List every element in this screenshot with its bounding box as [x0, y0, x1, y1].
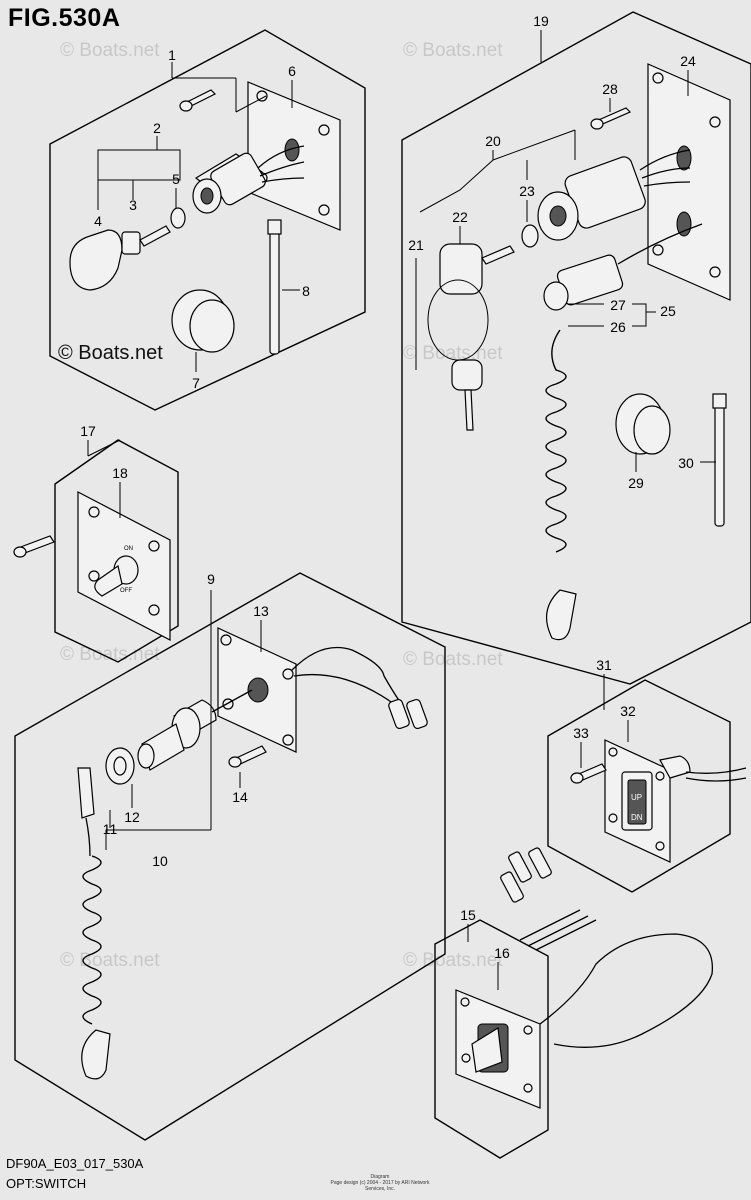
screw-1: [179, 89, 217, 112]
switch-16: [455, 847, 713, 1109]
group-1-leaders: [97, 62, 300, 372]
screw-33: [570, 763, 607, 784]
callout-25: 25: [660, 303, 676, 319]
copyright-notice: Diagram Page design (c) 2004 - 2017 by A…: [330, 1174, 430, 1192]
screw-14: [228, 745, 267, 768]
cable-tie-8: [267, 219, 282, 355]
switch-on-label: ON: [124, 546, 133, 552]
callout-4: 4: [94, 213, 102, 229]
cap-7: [171, 289, 235, 353]
callout-32: 32: [620, 703, 636, 719]
watermark: © Boats.net: [403, 343, 503, 364]
callout-30: 30: [678, 455, 694, 471]
group-1-panel: [49, 29, 366, 411]
watermarks: © Boats.net © Boats.net © Boats.net © Bo…: [58, 40, 503, 971]
callout-10: 10: [152, 853, 168, 869]
callout-5: 5: [172, 171, 180, 187]
callout-31: 31: [596, 657, 612, 673]
callout-18: 18: [112, 465, 128, 481]
key-cap-4: [69, 229, 123, 291]
nut-12: [105, 747, 135, 785]
watermark: © Boats.net: [60, 40, 160, 61]
switch-32: UP DN: [604, 739, 747, 863]
watermark: © Boats.net: [60, 644, 160, 665]
watermark: © Boats.net: [60, 950, 160, 971]
group-19-leaders: [415, 30, 716, 472]
callout-27: 27: [610, 297, 626, 313]
callout-15: 15: [460, 907, 476, 923]
figure-title: FIG.530A: [8, 4, 121, 32]
callout-12: 12: [124, 809, 140, 825]
screw-17: [13, 535, 55, 558]
switch-off-label: OFF: [120, 588, 132, 594]
callout-numbers: 1 2 3 4 5 6 7 8 9 10 11 12 13 14 15 16 1…: [80, 13, 696, 961]
group-9-leaders: [105, 590, 262, 850]
watermark: © Boats.net: [403, 649, 503, 670]
group-15-leaders: [467, 924, 499, 990]
coil-cord-19: [545, 329, 577, 641]
switch-body-9: [137, 689, 253, 771]
cap-29: [615, 393, 671, 455]
callout-21: 21: [408, 237, 424, 253]
callout-6: 6: [288, 63, 296, 79]
ignition-switch-body: [192, 145, 305, 214]
group-15-panel: [434, 919, 549, 1159]
callout-1: 1: [168, 47, 176, 63]
group-19-panel: [401, 11, 751, 685]
watermark: © Boats.net: [403, 950, 503, 971]
callout-23: 23: [519, 183, 535, 199]
ignition-switch-20: [537, 149, 691, 241]
callout-20: 20: [485, 133, 501, 149]
plate-18: ON OFF: [77, 491, 171, 641]
callout-9: 9: [207, 571, 215, 587]
watermark: © Boats.net: [403, 40, 503, 61]
key-3: [121, 225, 171, 255]
callout-26: 26: [610, 319, 626, 335]
callout-11: 11: [103, 821, 118, 837]
coil-cord-10: [77, 767, 111, 1080]
group-31-leaders: [580, 674, 629, 768]
copyright-line-2: Page design (c) 2004 - 2017 by ARI Netwo…: [330, 1180, 430, 1192]
group-31-panel: [547, 679, 731, 893]
switch-dn-label: DN: [631, 813, 643, 822]
lanyard-switch-25: [543, 223, 703, 311]
callout-19: 19: [533, 13, 549, 29]
screw-28: [590, 107, 632, 130]
callout-8: 8: [302, 283, 310, 299]
plate-6: [247, 81, 341, 231]
diagram-code: DF90A_E03_017_530A: [6, 1156, 144, 1171]
cable-tie-30: [712, 393, 727, 527]
washer-23: [521, 224, 539, 248]
callout-28: 28: [602, 81, 618, 97]
callout-24: 24: [680, 53, 696, 69]
callout-14: 14: [232, 789, 248, 805]
diagram-name: OPT:SWITCH: [6, 1176, 87, 1191]
plate-13: [217, 627, 428, 753]
callout-16: 16: [494, 945, 510, 961]
callout-7: 7: [192, 375, 200, 391]
key-22: [427, 243, 515, 431]
washer-5: [170, 207, 186, 229]
copyright-line-1: Diagram: [370, 1174, 390, 1180]
switch-up-label: UP: [631, 793, 642, 802]
callout-2: 2: [153, 120, 161, 136]
watermark-dark: © Boats.net: [58, 342, 163, 364]
group-9-panel: [14, 572, 446, 1141]
group-17-panel: [54, 439, 179, 663]
callout-13: 13: [253, 603, 269, 619]
callout-29: 29: [628, 475, 644, 491]
callout-22: 22: [452, 209, 468, 225]
callout-3: 3: [129, 197, 137, 213]
callout-33: 33: [573, 725, 589, 741]
group-17-leaders: [87, 439, 121, 518]
callout-17: 17: [80, 423, 96, 439]
